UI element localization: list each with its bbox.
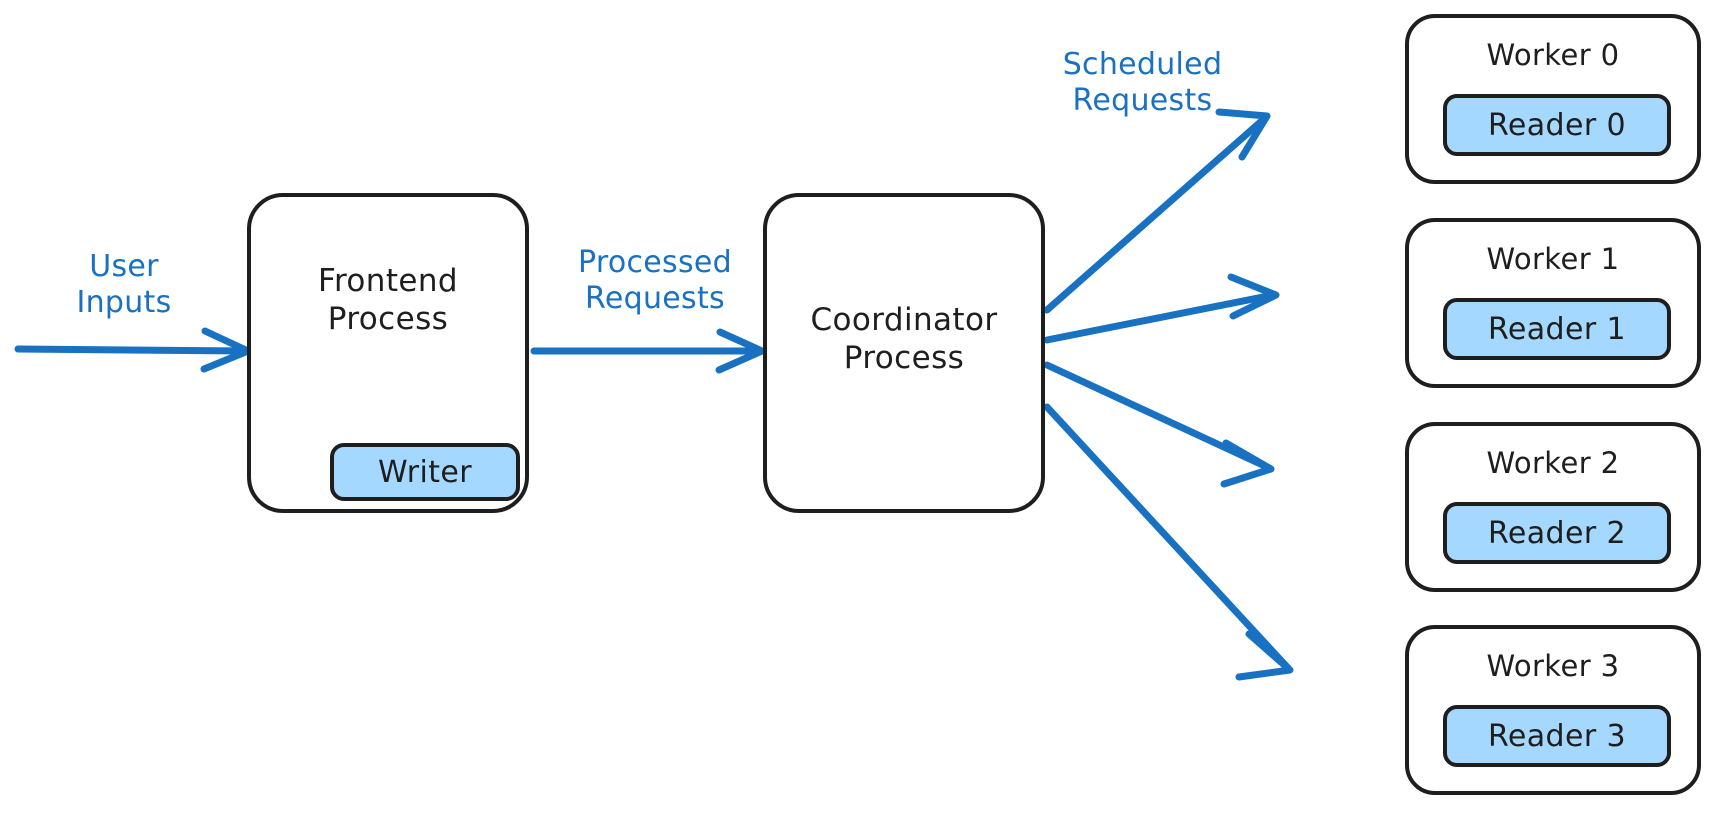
node-writer[interactable]: Writer [330,443,520,501]
node-reader-0[interactable]: Reader 0 [1443,94,1671,156]
node-worker-1[interactable]: Worker 1 Reader 1 [1405,218,1701,388]
node-frontend-process-label: Frontend Process [317,263,458,337]
node-worker-1-label: Worker 1 [1486,242,1620,276]
node-worker-2-label: Worker 2 [1486,446,1620,480]
arrow-user-inputs-to-frontend [14,327,252,373]
node-frontend-process[interactable]: Frontend Process Writer [247,193,529,513]
node-worker-0[interactable]: Worker 0 Reader 0 [1405,14,1701,184]
node-worker-0-label: Worker 0 [1486,38,1620,72]
node-reader-3[interactable]: Reader 3 [1443,705,1671,767]
edge-label-user-inputs: User Inputs [76,249,172,320]
node-coordinator-process-label: Coordinator Process [810,302,998,376]
arrow-coordinator-to-worker-3 [1043,403,1294,681]
arrow-coordinator-to-worker-1 [1043,273,1280,344]
node-reader-2[interactable]: Reader 2 [1443,502,1671,564]
node-coordinator-process[interactable]: Coordinator Process [763,193,1045,513]
edge-label-processed-requests: Processed Requests [577,245,732,316]
edge-label-scheduled-requests: Scheduled Requests [1062,47,1223,118]
arrow-frontend-to-coordinator [530,328,766,374]
arrow-coordinator-to-worker-2 [1043,361,1275,488]
arrow-coordinator-to-worker-0 [1043,108,1271,314]
node-reader-1[interactable]: Reader 1 [1443,298,1671,360]
node-worker-3[interactable]: Worker 3 Reader 3 [1405,625,1701,795]
node-worker-3-label: Worker 3 [1486,649,1620,683]
node-worker-2[interactable]: Worker 2 Reader 2 [1405,422,1701,592]
